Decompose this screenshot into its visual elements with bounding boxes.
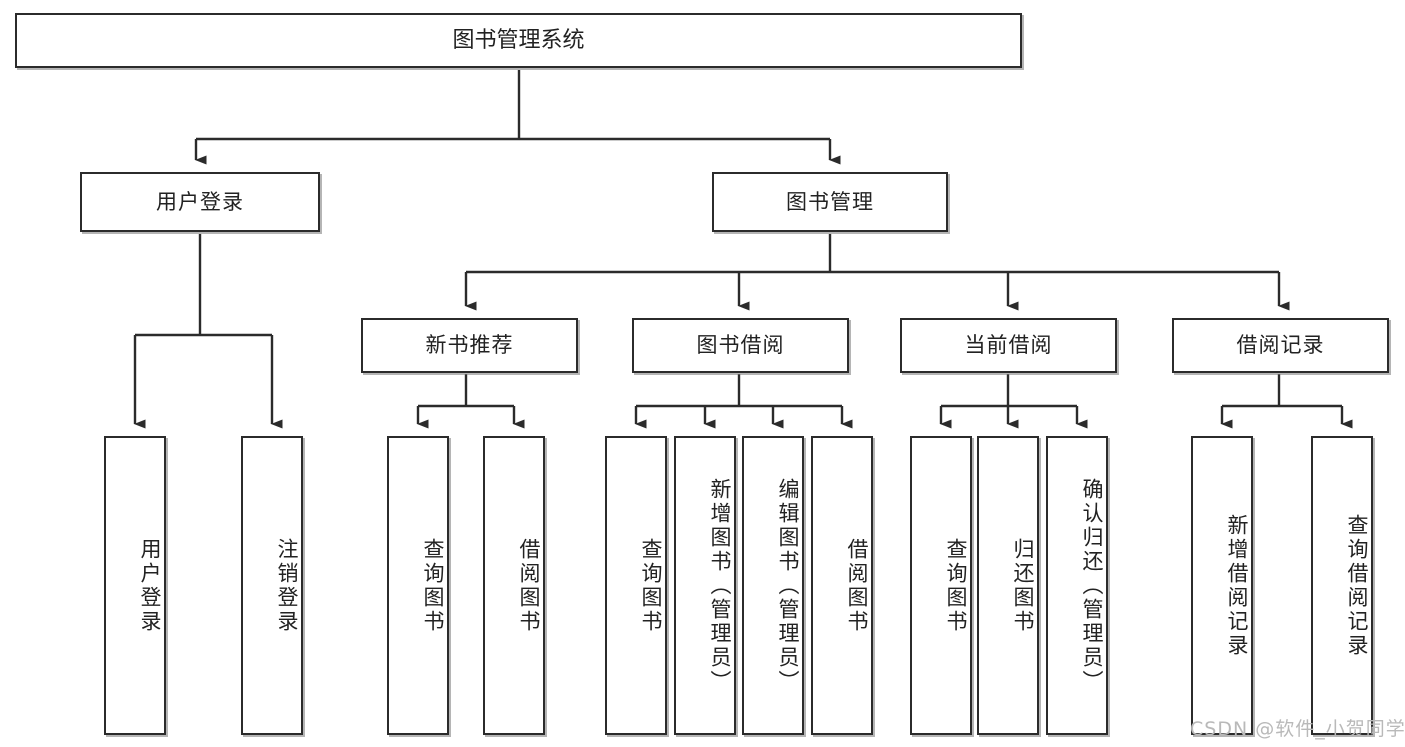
leaf-current-borrow-query-label: 查询图书 — [944, 537, 968, 634]
node-user-login-label: 用户登录 — [156, 189, 244, 214]
node-book-borrow-label: 图书借阅 — [696, 333, 785, 358]
node-root[interactable]: 图书管理系统 — [15, 13, 1022, 68]
leaf-borrow-record-query[interactable]: 查询借阅记录 — [1311, 436, 1373, 735]
leaf-user-login-login[interactable]: 用户登录 — [104, 436, 166, 735]
leaf-current-borrow-return-label: 归还图书 — [1011, 537, 1035, 634]
node-book-management[interactable]: 图书管理 — [712, 172, 948, 232]
leaf-book-borrow-add-label: 新增图书（管理员） — [708, 477, 732, 694]
node-current-borrow-label: 当前借阅 — [964, 333, 1053, 358]
leaf-borrow-record-add-label: 新增借阅记录 — [1225, 513, 1249, 658]
leaf-new-book-borrow-label: 借阅图书 — [517, 537, 541, 634]
node-borrow-record-label: 借阅记录 — [1236, 333, 1325, 358]
leaf-current-borrow-confirm[interactable]: 确认归还（管理员） — [1046, 436, 1108, 735]
node-borrow-record[interactable]: 借阅记录 — [1172, 318, 1389, 373]
node-book-management-label: 图书管理 — [786, 189, 874, 214]
leaf-borrow-record-add[interactable]: 新增借阅记录 — [1191, 436, 1253, 735]
leaf-new-book-borrow[interactable]: 借阅图书 — [483, 436, 545, 735]
csdn-watermark: CSDN @软件_小贺同学 — [1190, 718, 1405, 740]
leaf-book-borrow-query[interactable]: 查询图书 — [605, 436, 667, 735]
leaf-user-login-login-label: 用户登录 — [138, 537, 162, 634]
node-new-book-recommend[interactable]: 新书推荐 — [361, 318, 578, 373]
node-user-login[interactable]: 用户登录 — [80, 172, 320, 232]
node-root-label: 图书管理系统 — [452, 27, 585, 53]
leaf-user-login-logout[interactable]: 注销登录 — [241, 436, 303, 735]
node-current-borrow[interactable]: 当前借阅 — [900, 318, 1117, 373]
leaf-book-borrow-query-label: 查询图书 — [639, 537, 663, 634]
leaf-current-borrow-query[interactable]: 查询图书 — [910, 436, 972, 735]
node-book-borrow[interactable]: 图书借阅 — [632, 318, 849, 373]
leaf-current-borrow-return[interactable]: 归还图书 — [977, 436, 1039, 735]
leaf-current-borrow-confirm-label: 确认归还（管理员） — [1080, 477, 1104, 694]
leaf-user-login-logout-label: 注销登录 — [275, 537, 299, 634]
leaf-book-borrow-add[interactable]: 新增图书（管理员） — [674, 436, 736, 735]
leaf-new-book-query[interactable]: 查询图书 — [387, 436, 449, 735]
leaf-book-borrow-edit-label: 编辑图书（管理员） — [776, 477, 800, 694]
leaf-new-book-query-label: 查询图书 — [421, 537, 445, 634]
node-new-book-recommend-label: 新书推荐 — [425, 333, 514, 358]
leaf-borrow-record-query-label: 查询借阅记录 — [1345, 513, 1369, 658]
leaf-book-borrow-edit[interactable]: 编辑图书（管理员） — [742, 436, 804, 735]
leaf-book-borrow-borrow[interactable]: 借阅图书 — [811, 436, 873, 735]
leaf-book-borrow-borrow-label: 借阅图书 — [845, 537, 869, 634]
